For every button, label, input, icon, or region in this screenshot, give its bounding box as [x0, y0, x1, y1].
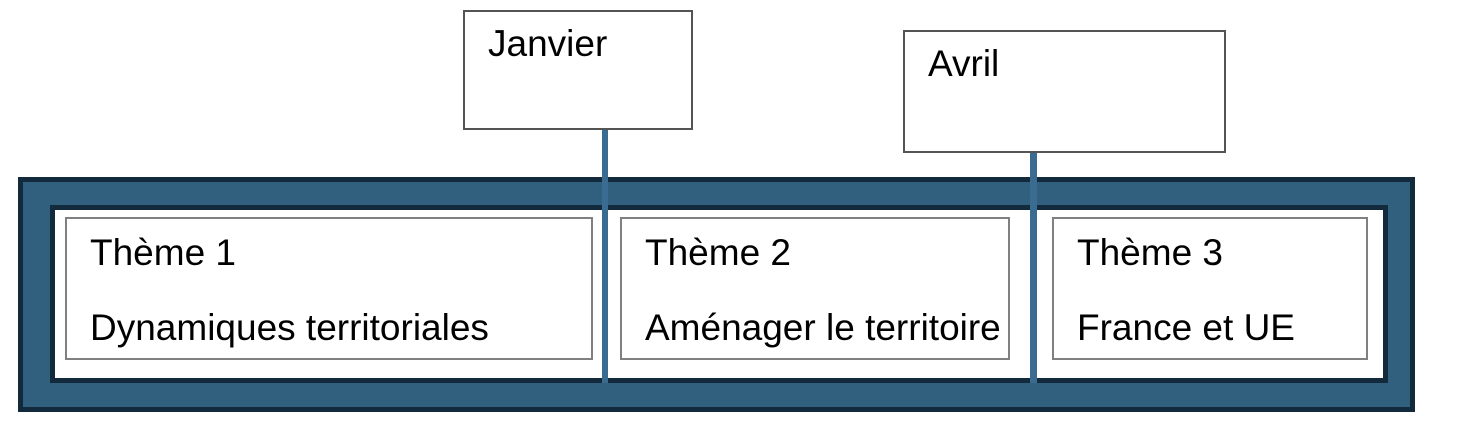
theme-box-3: Thème 3 France et UE [1052, 217, 1368, 360]
month-label-janvier: Janvier [488, 23, 608, 64]
theme-2-subtitle: Aménager le territoire [645, 307, 1001, 348]
theme-1-subtitle: Dynamiques territoriales [90, 307, 489, 348]
theme-2-title: Thème 2 [645, 232, 792, 273]
connector-line-janvier [602, 128, 608, 383]
month-label-avril: Avril [928, 43, 1000, 84]
month-box-janvier: Janvier [463, 10, 693, 130]
month-box-avril: Avril [903, 30, 1226, 153]
theme-3-title: Thème 3 [1077, 232, 1224, 273]
theme-1-title: Thème 1 [90, 232, 237, 273]
theme-3-subtitle: France et UE [1077, 307, 1295, 348]
theme-box-1: Thème 1 Dynamiques territoriales [65, 217, 593, 360]
connector-line-avril [1030, 152, 1037, 383]
theme-box-2: Thème 2 Aménager le territoire [620, 217, 1010, 360]
